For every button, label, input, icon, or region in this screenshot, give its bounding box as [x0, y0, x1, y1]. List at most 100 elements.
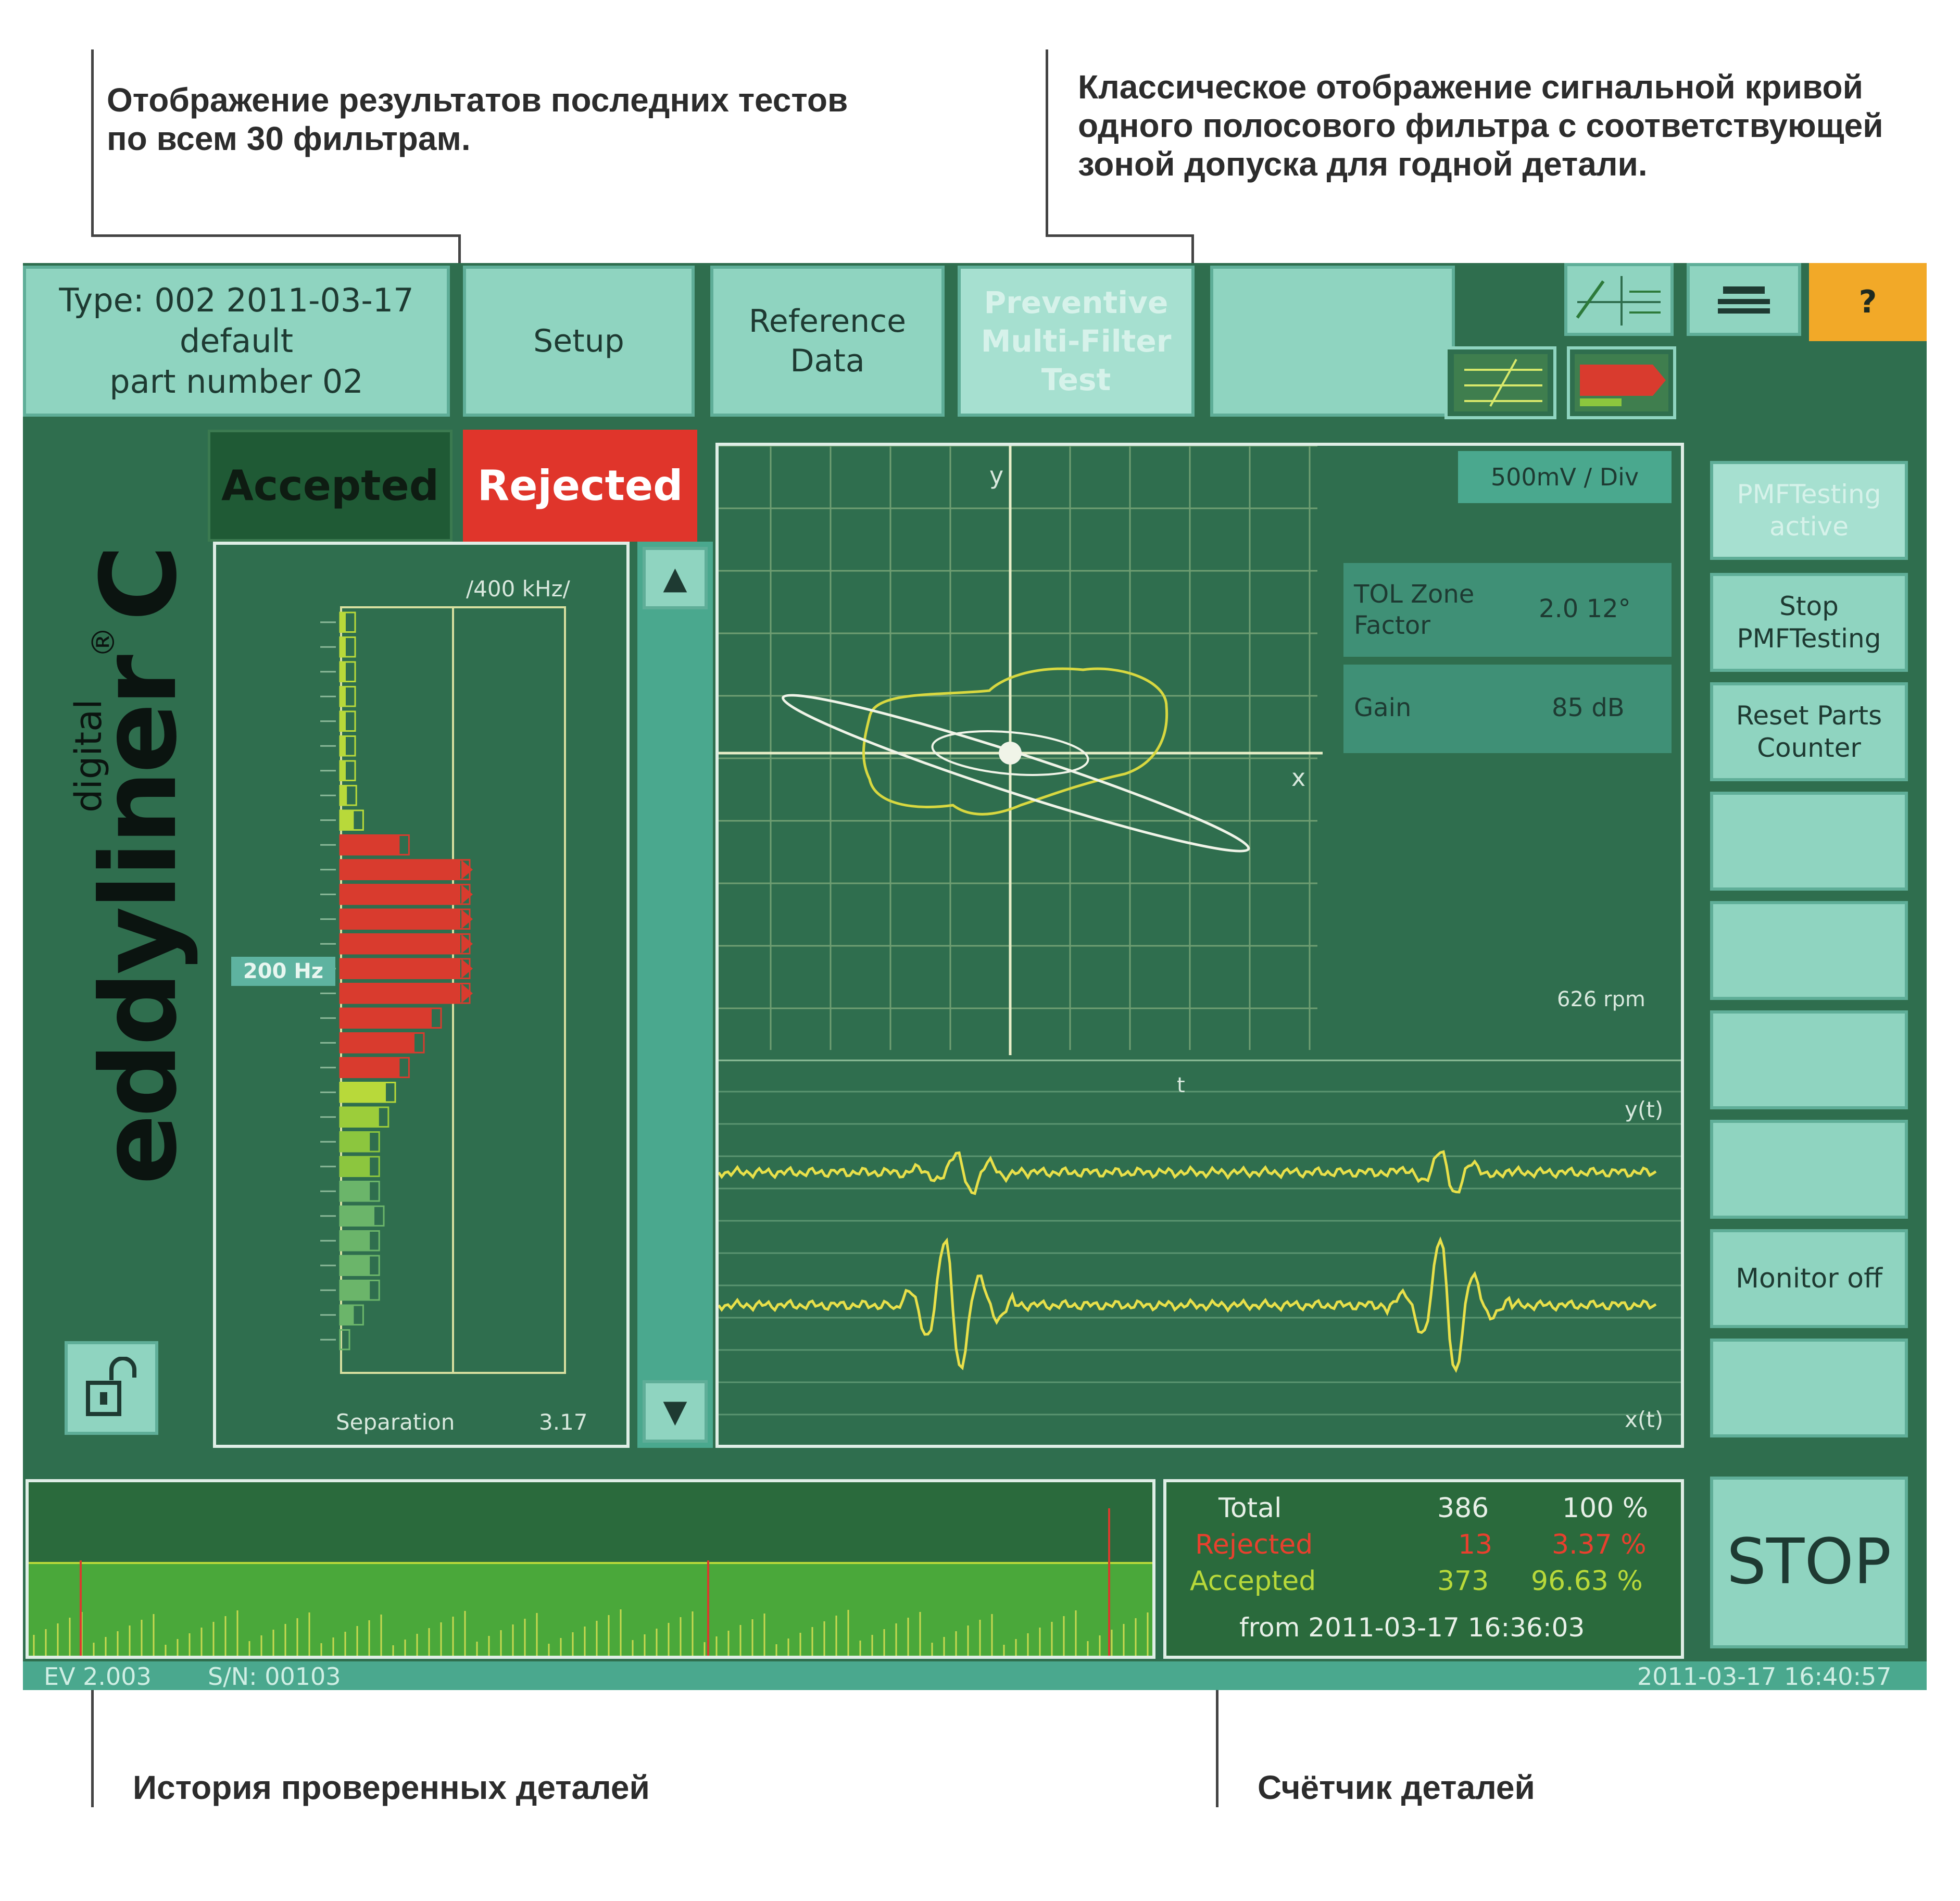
filter-bar-outline [339, 1280, 380, 1301]
datetime-label: 2011-03-17 16:40:57 [1637, 1662, 1892, 1691]
frequency-range-label: /400 kHz/ [466, 576, 570, 602]
print-button[interactable] [1687, 263, 1801, 336]
empty-header-button[interactable] [1210, 266, 1455, 417]
accepted-percent: 96.63 % [1531, 1566, 1643, 1597]
scroll-up-button[interactable]: ▲ [643, 547, 708, 609]
trace-x-label: x(t) [1625, 1407, 1664, 1432]
filter-bar-outline [339, 760, 356, 781]
type-info-panel[interactable]: Type: 002 2011-03-17 default part number… [23, 266, 450, 417]
unlock-icon [86, 1357, 136, 1416]
x-axis-label: x [1291, 764, 1306, 792]
annotation-top-left: Отображение результатов последних тестов… [107, 81, 848, 157]
history-accepted-band [29, 1563, 1152, 1656]
side-button-empty[interactable] [1710, 1010, 1908, 1109]
annotation-bottom-left: История проверенных деталей [133, 1769, 650, 1806]
grid-lines-button[interactable] [1444, 346, 1556, 419]
filter-bar [340, 835, 400, 855]
filter-bar [340, 736, 346, 756]
filter-bar [340, 662, 346, 682]
y-axis-label: y [989, 461, 1004, 490]
filter-bar-outline [339, 809, 364, 831]
pmf-testing-active-indicator: PMFTesting active [1710, 461, 1908, 560]
gain-label: Gain [1354, 693, 1412, 722]
serial-label: S/N: 00103 [208, 1662, 341, 1691]
side-button-empty[interactable] [1710, 792, 1908, 891]
lock-button[interactable] [65, 1341, 158, 1435]
side-button-empty[interactable] [1710, 1339, 1908, 1437]
help-button[interactable]: ? [1809, 263, 1927, 341]
accepted-count: 373 [1437, 1566, 1489, 1597]
filter-bar-outline [339, 1230, 380, 1252]
filter-bar-outline [339, 1181, 380, 1202]
filter-bar-outline [339, 1131, 380, 1153]
counter-start-time: from 2011-03-17 16:36:03 [1239, 1612, 1585, 1643]
tol-zone-panel[interactable]: TOL Zone Factor 2.0 12° [1343, 563, 1672, 657]
leader-line [1046, 234, 1194, 237]
leader-line [91, 234, 461, 237]
filter-bar-outline [339, 636, 356, 658]
reset-parts-counter-button[interactable]: Reset Parts Counter [1710, 682, 1908, 781]
version-label: EV 2.003 [44, 1662, 152, 1691]
separation-value: 3.17 [539, 1409, 588, 1435]
tol-zone-value: 2.0 12° [1539, 594, 1631, 623]
leader-line [91, 49, 94, 237]
stop-button[interactable]: STOP [1710, 1477, 1908, 1648]
brand-letter: C [79, 545, 200, 621]
rejected-indicator: Rejected [463, 430, 697, 542]
filter-bar [340, 785, 347, 805]
monitor-off-button[interactable]: Monitor off [1710, 1229, 1908, 1328]
overflow-arrow [461, 983, 473, 1003]
filter-bar [340, 1206, 374, 1226]
filter-bar-outline [339, 686, 356, 707]
filter-bar [340, 1157, 370, 1177]
reference-data-button[interactable]: Reference Data [710, 266, 945, 417]
filter-bar [340, 686, 346, 706]
filter-bar [340, 637, 346, 657]
side-button-empty[interactable] [1710, 1120, 1908, 1219]
filter-bar-outline [339, 1255, 380, 1276]
selected-filter-label[interactable]: 200 Hz [231, 957, 335, 986]
gain-panel[interactable]: Gain 85 dB [1343, 665, 1672, 753]
filter-bar-outline [339, 1007, 442, 1029]
filter-bar [340, 761, 346, 781]
brand-logo: eddyliner ® C digital [54, 545, 200, 1185]
filter-bar [340, 1256, 370, 1275]
filter-bar [340, 983, 460, 1003]
bar-display-button[interactable] [1567, 346, 1676, 419]
filter-bar [340, 810, 354, 830]
preventive-multi-filter-test-tab[interactable]: Preventive Multi-Filter Test [958, 266, 1195, 417]
tolerance-zone [862, 667, 1169, 816]
filter-bar [340, 1033, 414, 1053]
filter-bar-outline [339, 1057, 410, 1078]
separation-label: Separation [336, 1409, 455, 1435]
setup-button[interactable]: Setup [463, 266, 695, 417]
scroll-down-button[interactable]: ▼ [643, 1380, 708, 1443]
signal-center [999, 742, 1022, 765]
signal-curve-icon [1576, 276, 1661, 326]
filter-bar-outline [339, 710, 356, 732]
stop-pmf-testing-button[interactable]: Stop PMFTesting [1710, 573, 1908, 672]
scale-readout: 500mV / Div [1458, 451, 1672, 503]
filter-bar [340, 1008, 432, 1028]
parts-counter-panel: Total 386 100 % Rejected 13 3.37 % Accep… [1163, 1479, 1684, 1659]
overflow-arrow [461, 959, 473, 979]
annotation-bottom-right: Счётчик деталей [1258, 1769, 1535, 1806]
rpm-readout: 626 rpm [1557, 987, 1645, 1011]
side-button-empty[interactable] [1710, 901, 1908, 1000]
parts-history-panel [26, 1479, 1155, 1659]
filter-bar [340, 884, 460, 904]
brand-digital: digital [67, 699, 110, 812]
tol-zone-label: TOL Zone Factor [1354, 580, 1475, 640]
filter-bar [340, 1280, 370, 1300]
total-label: Total [1218, 1493, 1282, 1524]
filter-bar [340, 860, 460, 880]
accepted-indicator: Accepted [208, 430, 453, 542]
history-chart [29, 1508, 1152, 1656]
total-count: 386 [1437, 1493, 1489, 1524]
filter-bar-outline [339, 1304, 364, 1325]
signal-curve-button[interactable] [1564, 263, 1674, 336]
signal-curve [782, 694, 1250, 853]
t-axis-label: t [1177, 1073, 1185, 1097]
filter-scrollbar[interactable]: ▲ ▼ [637, 542, 713, 1448]
annotation-top-right: Классическое отображение сигнальной крив… [1078, 68, 1883, 183]
